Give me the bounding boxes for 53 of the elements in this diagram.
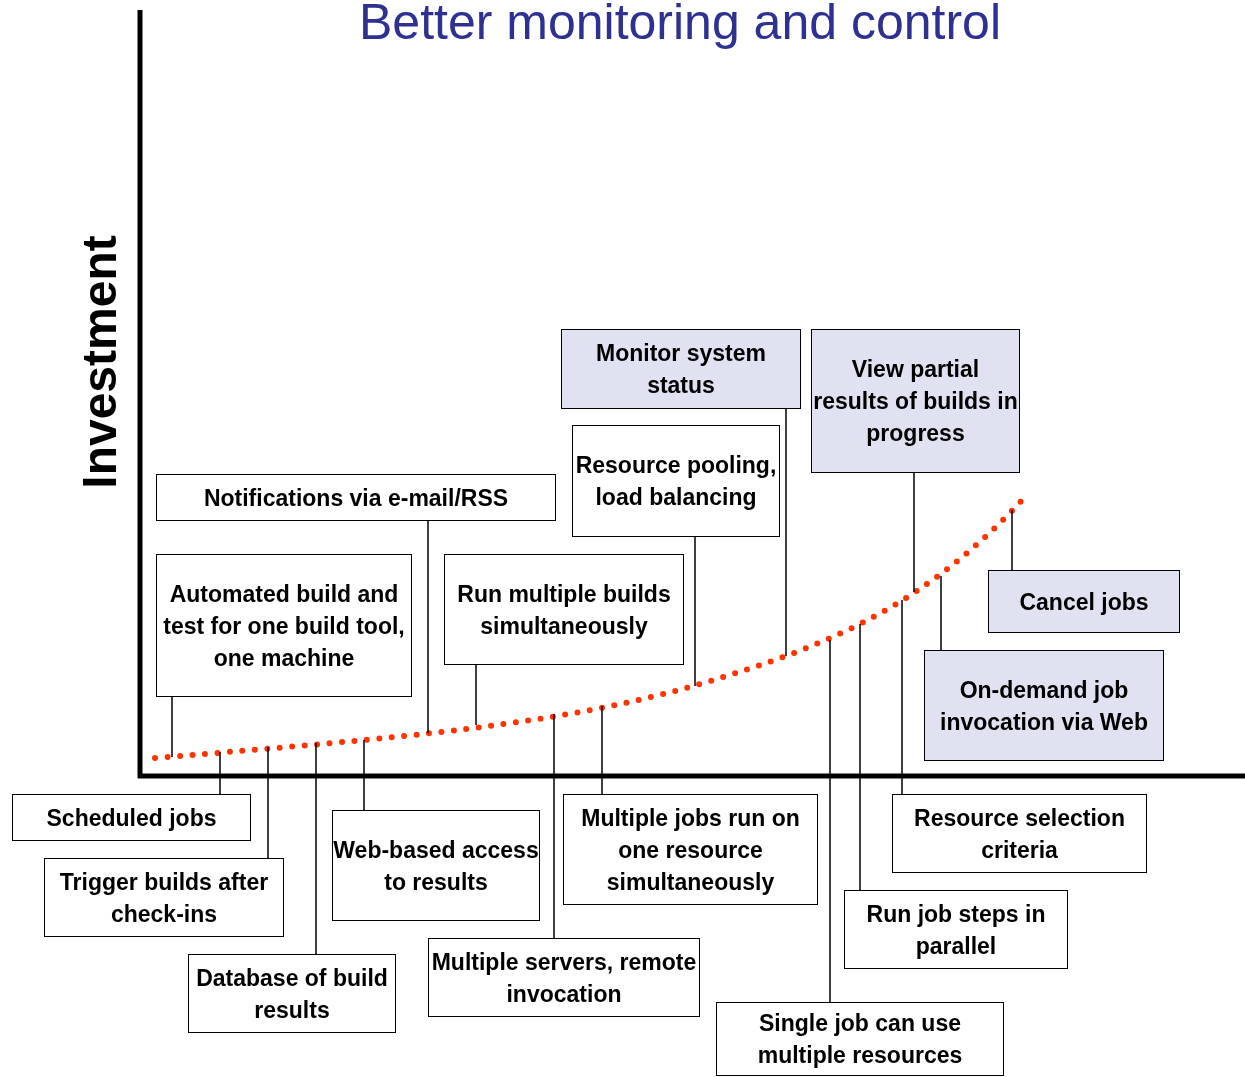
feature-box xyxy=(156,474,556,521)
box-text: Notifications via e-mail/RSS xyxy=(203,483,509,513)
box-text: Single job can use multiple resources xyxy=(756,1009,964,1070)
box-text: Run multiple builds simultaneously xyxy=(456,579,672,641)
box-text: Web-based access to results xyxy=(333,835,539,897)
leader-line xyxy=(267,746,269,859)
leader-line xyxy=(859,623,861,891)
box-text: Automated build and test for one build tool, one machine xyxy=(162,579,406,673)
box-text: Run job steps in parallel xyxy=(865,899,1047,961)
leader-line xyxy=(940,575,942,651)
leader-line xyxy=(901,599,903,795)
feature-box xyxy=(188,954,396,1033)
feature-box xyxy=(811,329,1020,473)
feature-box xyxy=(12,794,251,841)
leader-line xyxy=(785,408,787,657)
box-text: View partial results of builds in progress xyxy=(812,355,1019,448)
leader-line xyxy=(601,705,603,795)
feature-box xyxy=(44,858,284,937)
feature-box xyxy=(332,810,540,921)
feature-box xyxy=(156,554,412,697)
box-text: Cancel jobs xyxy=(1019,587,1149,617)
box-text: On-demand job invocation via Web xyxy=(939,675,1149,737)
leader-line xyxy=(171,696,173,758)
box-text: Resource pooling, load balancing xyxy=(574,451,778,512)
box-text: Multiple jobs run on one resource simultaneously xyxy=(580,803,801,897)
feature-box xyxy=(988,570,1180,633)
feature-box xyxy=(572,425,780,537)
box-text: Multiple servers, remote invocation xyxy=(430,947,698,1009)
feature-box xyxy=(561,329,801,409)
box-text: Resource selection criteria xyxy=(913,803,1126,865)
box-text: Database of build results xyxy=(195,963,389,1025)
box-text: Monitor system status xyxy=(595,339,767,400)
feature-box xyxy=(563,794,818,905)
title: Better monitoring and control xyxy=(358,0,1002,48)
leader-line xyxy=(427,520,429,734)
leader-line xyxy=(694,536,696,687)
box-text: Trigger builds after check-ins xyxy=(58,867,270,929)
feature-box xyxy=(844,890,1068,969)
leader-line xyxy=(475,664,477,726)
box-text: Scheduled jobs xyxy=(46,803,217,833)
feature-box xyxy=(716,1002,1004,1076)
feature-box xyxy=(892,794,1147,873)
feature-box xyxy=(924,650,1164,761)
leader-line xyxy=(913,472,915,593)
leader-line xyxy=(553,713,555,939)
feature-box xyxy=(428,938,700,1017)
axis-label: Investment xyxy=(73,234,127,491)
leader-line xyxy=(363,739,365,811)
leader-line xyxy=(829,639,831,1003)
leader-line xyxy=(1011,509,1013,571)
leader-line xyxy=(219,751,221,795)
leader-line xyxy=(315,742,317,955)
feature-box xyxy=(444,554,684,665)
